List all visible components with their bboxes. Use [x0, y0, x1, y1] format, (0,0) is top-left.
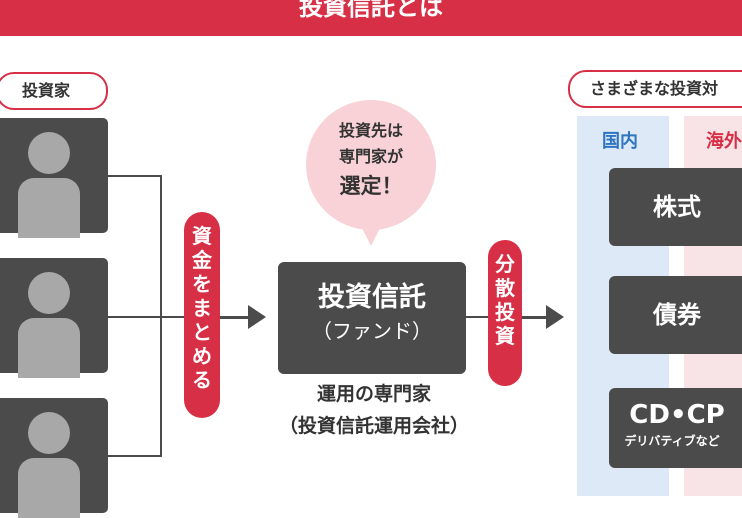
fund-title: 投資信託	[318, 282, 426, 313]
investor-card	[0, 118, 108, 238]
pool-char: め	[192, 344, 212, 368]
pool-char: 金	[192, 248, 212, 272]
bubble-line: 専門家が	[338, 147, 403, 166]
overseas-heading: 海外	[706, 131, 742, 152]
pool-char: ま	[192, 296, 212, 320]
arrow-right-icon	[546, 305, 564, 329]
pool-char: を	[192, 272, 212, 296]
bubble-line: 選定！	[339, 174, 403, 198]
person-head-icon	[28, 412, 70, 454]
connector-line	[160, 316, 184, 318]
connector-line	[108, 316, 162, 318]
pool-char: る	[192, 368, 212, 392]
asset-name: 債券	[653, 301, 701, 329]
investors-label: 投資家	[0, 72, 108, 110]
investor-card	[0, 398, 108, 518]
asset-subtext: デリバティブなど	[624, 434, 720, 448]
investment-targets-label-text: さまざまな投資対	[590, 79, 719, 98]
pool-char: と	[192, 320, 212, 344]
page-title: 投資信託とは	[299, 0, 443, 21]
connector-line	[466, 316, 488, 318]
asset-box-bonds: 債券	[609, 276, 742, 354]
page-header: 投資信託とは	[0, 0, 742, 36]
arrow-shaft	[220, 316, 250, 319]
domestic-heading: 国内	[602, 131, 638, 152]
manager-caption-line2: （投資信託運用会社）	[278, 415, 469, 437]
diversify-char: 投	[495, 300, 515, 324]
investment-trust-box: 投資信託 （ファンド）	[278, 262, 466, 374]
asset-box-stocks: 株式	[609, 168, 742, 246]
diversify-char: 分	[495, 252, 515, 276]
investment-targets-label: さまざまな投資対	[568, 70, 742, 108]
connector-line	[108, 455, 162, 457]
person-body-icon	[18, 318, 80, 378]
diversify-char: 散	[495, 276, 515, 300]
bubble-line: 投資先は	[338, 121, 403, 140]
investors-label-text: 投資家	[22, 81, 71, 100]
diversified-investment-label: 分 散 投 資	[488, 240, 522, 386]
diversify-char: 資	[495, 324, 515, 348]
asset-name: CD•CP	[629, 400, 725, 430]
expert-selection-bubble: 投資先は 専門家が 選定！	[306, 100, 436, 230]
pool-money-label: 資 金 を ま と め る	[184, 212, 220, 418]
arrow-right-icon	[248, 305, 266, 329]
bubble-tail	[359, 222, 383, 246]
connector-line	[108, 175, 162, 177]
person-body-icon	[18, 178, 80, 238]
fund-subtitle: （ファンド）	[312, 319, 432, 343]
person-body-icon	[18, 458, 80, 518]
asset-box-cdcp: CD•CP デリバティブなど	[609, 388, 742, 468]
arrow-shaft	[522, 316, 548, 319]
manager-caption-line1: 運用の専門家	[316, 383, 431, 405]
person-head-icon	[28, 132, 70, 174]
person-head-icon	[28, 272, 70, 314]
pool-char: 資	[192, 224, 212, 248]
asset-name: 株式	[653, 193, 701, 221]
investor-card	[0, 258, 108, 378]
